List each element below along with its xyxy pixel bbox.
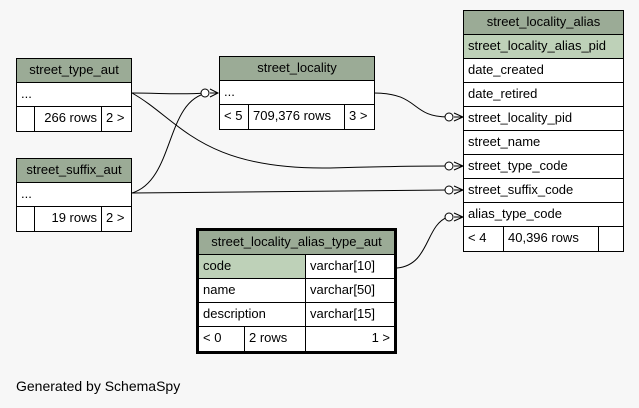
- children-count[interactable]: 1 >: [371, 330, 390, 345]
- crow-foot: [453, 185, 465, 195]
- crow-foot: [453, 161, 465, 171]
- column-type: varchar[50]: [310, 282, 376, 297]
- column-row-pk[interactable]: street_locality_alias_pid: [464, 35, 623, 59]
- children-count[interactable]: 3 >: [349, 108, 368, 123]
- crow-foot-circle: [200, 88, 210, 98]
- edge-suffix-aut-to-alias: [131, 189, 449, 194]
- stats-row: 19 rows 2 >: [17, 207, 131, 231]
- column-row[interactable]: street_type_code: [464, 155, 623, 179]
- crow-foot-circle: [444, 112, 454, 122]
- crow-foot: [453, 212, 465, 222]
- column-row[interactable]: alias_type_code: [464, 203, 623, 227]
- table-title[interactable]: street_locality: [220, 57, 374, 81]
- column-row[interactable]: date_created: [464, 59, 623, 83]
- stats-row: < 4 40,396 rows: [464, 227, 623, 251]
- edge-locality-to-alias: [373, 92, 449, 118]
- table-title[interactable]: street_locality_alias_type_aut: [199, 231, 394, 255]
- crow-foot: [453, 112, 465, 122]
- stats-row: < 0 2 rows 1 >: [199, 327, 394, 351]
- table-title[interactable]: street_suffix_aut: [17, 159, 131, 183]
- column-name: name: [199, 279, 306, 302]
- stats-row: < 5 709,376 rows 3 >: [220, 105, 374, 129]
- children-count: [599, 227, 623, 251]
- column-type: varchar[15]: [310, 306, 376, 321]
- crow-foot-circle: [444, 185, 454, 195]
- table-title[interactable]: street_locality_alias: [464, 11, 623, 35]
- footer-generated-by: Generated by SchemaSpy: [16, 378, 181, 394]
- stats-row: 266 rows 2 >: [17, 107, 131, 131]
- column-row[interactable]: ...: [220, 81, 374, 105]
- parents-count[interactable]: [17, 207, 35, 231]
- crow-foot-circle: [444, 161, 454, 171]
- table-street-locality-alias[interactable]: street_locality_alias street_locality_al…: [463, 10, 624, 252]
- column-row[interactable]: street_locality_pid: [464, 107, 623, 131]
- column-type: varchar[10]: [310, 258, 376, 273]
- table-street-locality[interactable]: street_locality ... < 5 709,376 rows 3 >: [219, 56, 375, 130]
- crow-foot: [209, 88, 220, 98]
- table-street-type-aut[interactable]: street_type_aut ... 266 rows 2 >: [16, 58, 132, 132]
- edge-suffix-aut-to-locality: [131, 92, 209, 194]
- column-row[interactable]: name varchar[50]: [199, 279, 394, 303]
- column-name: description: [199, 303, 306, 326]
- row-count: 2 rows: [245, 327, 306, 351]
- children-count[interactable]: 2 >: [106, 110, 125, 125]
- row-count: 19 rows: [35, 207, 102, 231]
- edge-type-aut-to-alias: [131, 92, 449, 169]
- edge-alias-type-to-alias: [396, 216, 449, 269]
- edge-type-aut-to-locality: [131, 92, 206, 95]
- column-row[interactable]: street_name: [464, 131, 623, 155]
- column-row-pk[interactable]: code varchar[10]: [199, 255, 394, 279]
- column-name: code: [199, 255, 306, 278]
- children-count[interactable]: 2 >: [106, 210, 125, 225]
- column-row[interactable]: date_retired: [464, 83, 623, 107]
- table-title[interactable]: street_type_aut: [17, 59, 131, 83]
- row-count: 709,376 rows: [249, 105, 345, 129]
- column-row[interactable]: ...: [17, 183, 131, 207]
- parents-count[interactable]: < 5: [220, 105, 249, 129]
- column-row[interactable]: description varchar[15]: [199, 303, 394, 327]
- column-row[interactable]: ...: [17, 83, 131, 107]
- parents-count: < 0: [199, 327, 245, 351]
- parents-count[interactable]: [17, 107, 35, 131]
- crow-foot-circle: [444, 212, 454, 222]
- table-street-suffix-aut[interactable]: street_suffix_aut ... 19 rows 2 >: [16, 158, 132, 232]
- parents-count[interactable]: < 4: [464, 227, 504, 251]
- row-count: 266 rows: [35, 107, 102, 131]
- column-row[interactable]: street_suffix_code: [464, 179, 623, 203]
- table-street-locality-alias-type-aut[interactable]: street_locality_alias_type_aut code varc…: [196, 228, 397, 354]
- row-count: 40,396 rows: [504, 227, 599, 251]
